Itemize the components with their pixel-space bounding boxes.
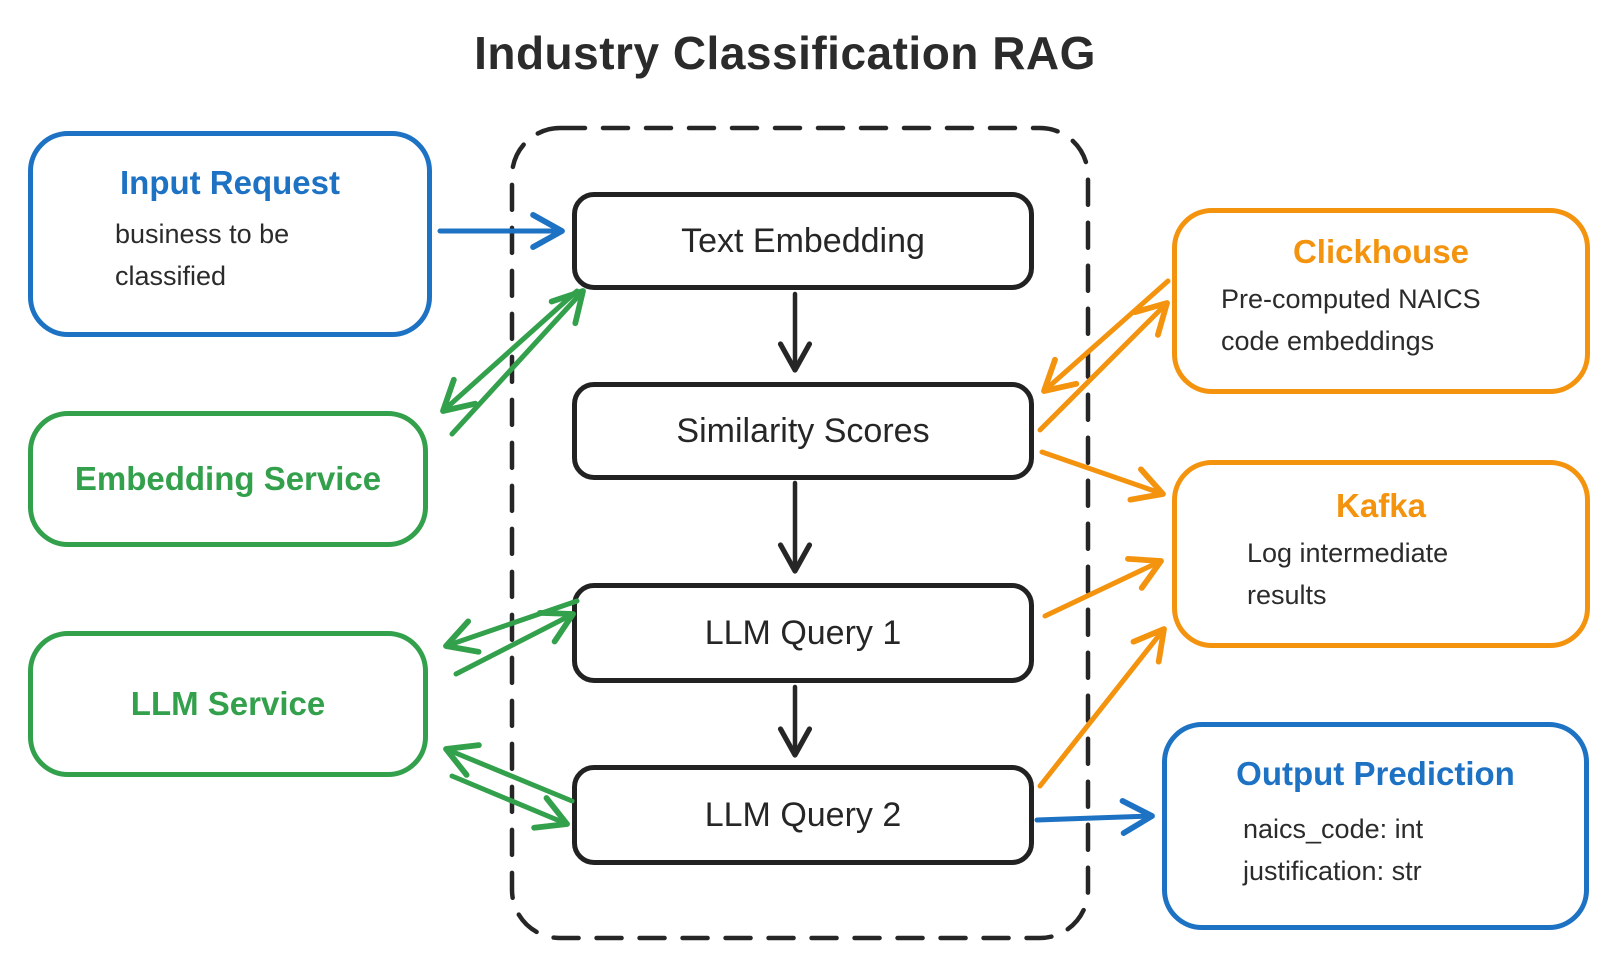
edge-similarity-scores-to-clickhouse [1037, 300, 1170, 433]
node-llm-query-1: LLM Query 1 [572, 583, 1034, 683]
node-kafka-label: Kafka [1336, 487, 1426, 524]
node-input-request-label: Input Request [120, 164, 340, 201]
edge-embedding-service-to-text-embedding [449, 288, 586, 437]
node-kafka-description: Log intermediate results [1177, 525, 1585, 617]
edge-llm-query-1-to-kafka [1042, 555, 1164, 619]
description-line: naics_code: int [1243, 814, 1424, 844]
edge-llm-service-to-llm-query-2 [449, 773, 570, 831]
node-text-embedding-label: Text Embedding [681, 221, 925, 260]
node-clickhouse-label: Clickhouse [1292, 233, 1470, 270]
node-similarity-scores-label: Similarity Scores [676, 411, 930, 450]
node-input-request: Input Request business to be classified [28, 131, 432, 337]
node-llm-query-2: LLM Query 2 [572, 765, 1034, 865]
description-line: classified [115, 260, 227, 291]
description-line: business to be [115, 219, 290, 249]
node-output-prediction: Output Prediction naics_code: int justif… [1162, 722, 1589, 930]
node-input-request-description: business to be classified [33, 202, 427, 298]
node-llm-service: LLM Service [28, 631, 428, 777]
node-clickhouse: Clickhouse Pre-computed NAICS code embed… [1172, 208, 1590, 394]
edge-llm-query-2-to-output-prediction [1034, 798, 1155, 836]
node-text-embedding: Text Embedding [572, 192, 1034, 290]
edge-llm-query-2-to-llm-service [443, 742, 575, 804]
description-line: Pre-computed NAICS [1221, 284, 1481, 314]
node-clickhouse-description: Pre-computed NAICS code embeddings [1177, 271, 1585, 363]
diagram-title: Industry Classification RAG [474, 27, 1096, 79]
edge-clickhouse-to-similarity-scores [1041, 278, 1171, 394]
description-line: results [1247, 579, 1327, 610]
node-similarity-scores: Similarity Scores [572, 382, 1034, 480]
edge-llm-query-2-to-kafka [1037, 626, 1167, 789]
node-output-prediction-label: Output Prediction [1236, 755, 1515, 792]
edge-llm-service-to-llm-query-1 [453, 610, 576, 677]
node-embedding-service: Embedding Service [28, 411, 428, 547]
description-line: justification: str [1243, 855, 1422, 886]
node-embedding-service-label: Embedding Service [74, 460, 382, 497]
edge-similarity-scores-to-kafka [1039, 449, 1166, 503]
node-output-prediction-description: naics_code: int justification: str [1167, 793, 1584, 893]
edge-text-embedding-to-embedding-service [440, 288, 580, 414]
edge-llm-query-1-to-llm-service [443, 598, 580, 655]
node-llm-query-1-label: LLM Query 1 [704, 613, 902, 652]
node-llm-service-label: LLM Service [130, 685, 326, 722]
description-line: Log intermediate [1247, 538, 1449, 568]
description-line: code embeddings [1221, 325, 1435, 356]
node-kafka: Kafka Log intermediate results [1172, 460, 1590, 648]
node-llm-query-2-label: LLM Query 2 [704, 795, 902, 834]
